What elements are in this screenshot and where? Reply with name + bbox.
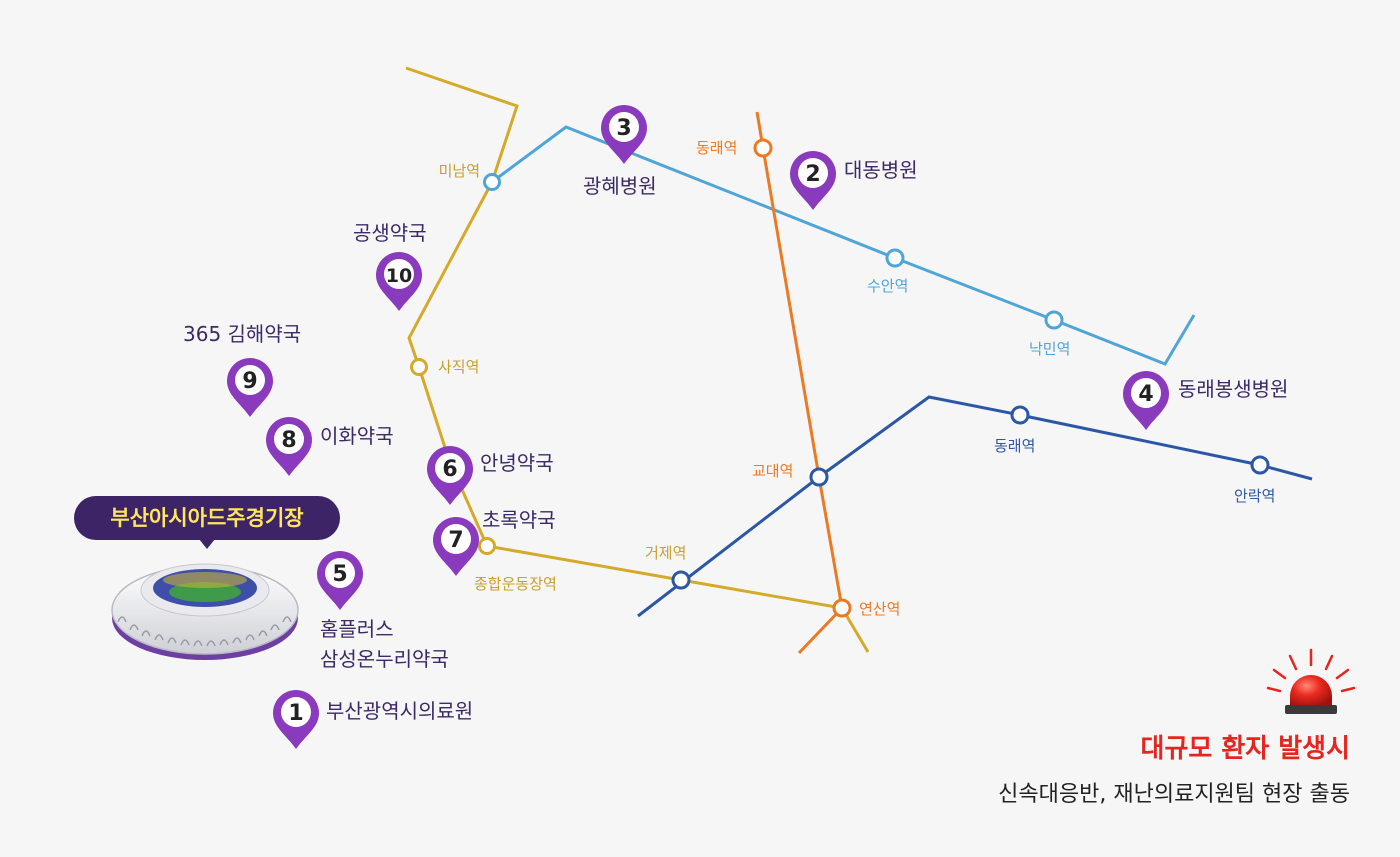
svg-text:수안역: 수안역 bbox=[867, 277, 908, 295]
map-pin-4[interactable]: 4 bbox=[1123, 371, 1169, 430]
map-pin-10[interactable]: 10 bbox=[376, 252, 422, 311]
line-orange-main bbox=[755, 111, 844, 609]
svg-text:안락역: 안락역 bbox=[1234, 487, 1275, 505]
svg-text:미남역: 미남역 bbox=[439, 162, 480, 180]
svg-text:7: 7 bbox=[448, 528, 463, 553]
pin-label-10: 공생약국 bbox=[353, 221, 427, 245]
svg-text:1: 1 bbox=[288, 701, 303, 726]
map-pin-1[interactable]: 1 bbox=[273, 690, 319, 749]
pin-label-5-line1: 홈플러스 bbox=[320, 617, 394, 641]
svg-text:5: 5 bbox=[332, 562, 347, 587]
svg-text:부산아시아드주경기장: 부산아시아드주경기장 bbox=[110, 506, 303, 530]
map-pin-5[interactable]: 5 bbox=[317, 551, 363, 610]
svg-text:6: 6 bbox=[442, 457, 457, 482]
pin-label-8: 이화약국 bbox=[320, 424, 394, 448]
station-suan[interactable]: 수안역 bbox=[867, 248, 908, 295]
svg-text:동래역: 동래역 bbox=[994, 437, 1035, 455]
svg-text:사직역: 사직역 bbox=[438, 358, 479, 376]
pin-label-9: 365 김해약국 bbox=[183, 322, 301, 346]
map-pin-7[interactable]: 7 bbox=[433, 517, 479, 576]
svg-text:10: 10 bbox=[386, 265, 412, 287]
line-yellow bbox=[405, 66, 870, 653]
stadium-icon bbox=[111, 563, 299, 660]
svg-text:연산역: 연산역 bbox=[859, 600, 900, 618]
stadium-badge: 부산아시아드주경기장 bbox=[74, 496, 340, 549]
station-yeonsan[interactable]: 연산역 bbox=[832, 598, 900, 618]
alert-title: 대규모 환자 발생시 bbox=[1141, 734, 1350, 764]
station-dongnae-blue[interactable]: 동래역 bbox=[994, 405, 1035, 455]
svg-text:8: 8 bbox=[281, 428, 296, 453]
pin-label-6: 안녕약국 bbox=[480, 451, 554, 475]
siren-icon bbox=[1266, 648, 1356, 714]
pin-label-4: 동래봉생병원 bbox=[1178, 377, 1288, 401]
svg-text:낙민역: 낙민역 bbox=[1029, 340, 1070, 358]
station-geoje[interactable]: 거제역 bbox=[645, 544, 691, 590]
svg-text:동래역: 동래역 bbox=[696, 139, 737, 157]
pin-label-5-line2: 삼성온누리약국 bbox=[320, 647, 449, 671]
line-orange-branch bbox=[797, 606, 844, 655]
svg-text:4: 4 bbox=[1138, 382, 1153, 407]
pin-label-1: 부산광역시의료원 bbox=[326, 699, 473, 723]
pin-label-7: 초록약국 bbox=[482, 508, 556, 532]
map-pin-8[interactable]: 8 bbox=[266, 417, 312, 476]
svg-text:9: 9 bbox=[242, 369, 257, 394]
svg-text:종합운동장역: 종합운동장역 bbox=[474, 575, 557, 593]
line-darkblue bbox=[637, 395, 1313, 618]
station-anrak[interactable]: 안락역 bbox=[1234, 455, 1275, 505]
svg-text:3: 3 bbox=[616, 116, 631, 141]
station-gyodae[interactable]: 교대역 bbox=[752, 462, 829, 487]
line-lightblue bbox=[491, 125, 1196, 366]
map-pin-2[interactable]: 2 bbox=[790, 151, 836, 210]
alert-subtitle: 신속대응반, 재난의료지원팀 현장 출동 bbox=[998, 782, 1350, 807]
map-pin-9[interactable]: 9 bbox=[227, 358, 273, 417]
station-nakmin[interactable]: 낙민역 bbox=[1029, 310, 1070, 358]
svg-text:2: 2 bbox=[805, 162, 820, 187]
map-pin-3[interactable]: 3 bbox=[601, 105, 647, 164]
map-pin-6[interactable]: 6 bbox=[427, 446, 473, 505]
station-sajik[interactable]: 사직역 bbox=[410, 358, 480, 376]
pin-label-3: 광혜병원 bbox=[583, 174, 657, 198]
svg-text:교대역: 교대역 bbox=[752, 462, 793, 480]
station-jonghap[interactable]: 종합운동장역 bbox=[474, 537, 557, 594]
pin-label-2: 대동병원 bbox=[844, 158, 918, 182]
station-dongnae-orange[interactable]: 동래역 bbox=[696, 138, 773, 158]
station-minam[interactable]: 미남역 bbox=[439, 162, 501, 191]
svg-text:거제역: 거제역 bbox=[645, 544, 686, 562]
